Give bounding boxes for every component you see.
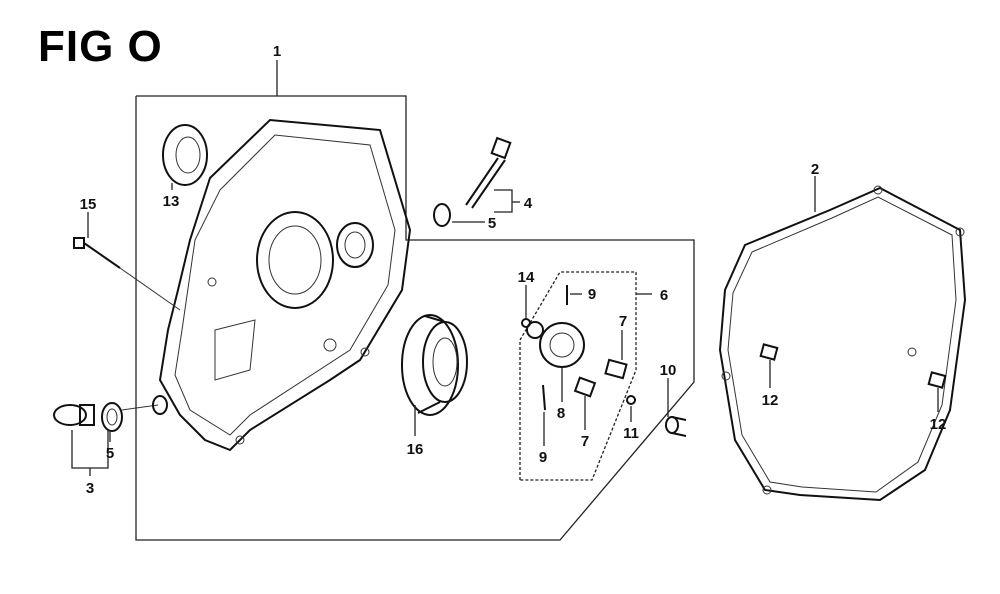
callout-13: 13: [163, 193, 180, 210]
callout-7: 7: [581, 433, 589, 450]
crankcase-cover: [158, 118, 412, 452]
oil-seal-13: [162, 124, 208, 186]
callout-5: 5: [488, 215, 496, 232]
callout-9: 9: [588, 286, 596, 303]
callout-12: 12: [930, 416, 947, 433]
callout-15: 15: [80, 196, 97, 213]
oil-pump-frame: [519, 271, 637, 481]
relief-valve-7: [604, 358, 628, 380]
shaft-10: [665, 416, 687, 437]
figure-title: FIG O: [38, 22, 163, 71]
callout-1: 1: [273, 43, 281, 60]
callout-14: 14: [518, 269, 535, 286]
callout-9: 9: [539, 449, 547, 466]
washer-14: [521, 318, 531, 328]
oil-filler-cap-3: [53, 395, 168, 432]
callout-16: 16: [407, 441, 424, 458]
bolt-15: [73, 237, 181, 311]
callout-7: 7: [619, 313, 627, 330]
callout-12: 12: [762, 392, 779, 409]
callout-11: 11: [623, 425, 639, 442]
callout-8: 8: [557, 405, 565, 422]
callout-2: 2: [811, 161, 819, 178]
dowel-pin-12a: [759, 343, 779, 361]
callout-3: 3: [86, 480, 94, 497]
oil-pump-gear-8: [526, 321, 585, 368]
cover-assembly-frame: [135, 95, 695, 541]
pin-9b: [542, 384, 546, 411]
callout-4: 4: [524, 195, 533, 212]
callout-10: 10: [660, 362, 677, 379]
dowel-pin-12b: [927, 371, 947, 389]
ball-bearing-16: [401, 314, 468, 416]
callout-5: 5: [106, 445, 114, 462]
o-ring-11: [626, 395, 636, 405]
callout-6: 6: [660, 287, 668, 304]
gasket-2: [718, 185, 967, 502]
drain-bolt-4: [433, 136, 512, 227]
relief-valve-7b: [573, 376, 597, 398]
